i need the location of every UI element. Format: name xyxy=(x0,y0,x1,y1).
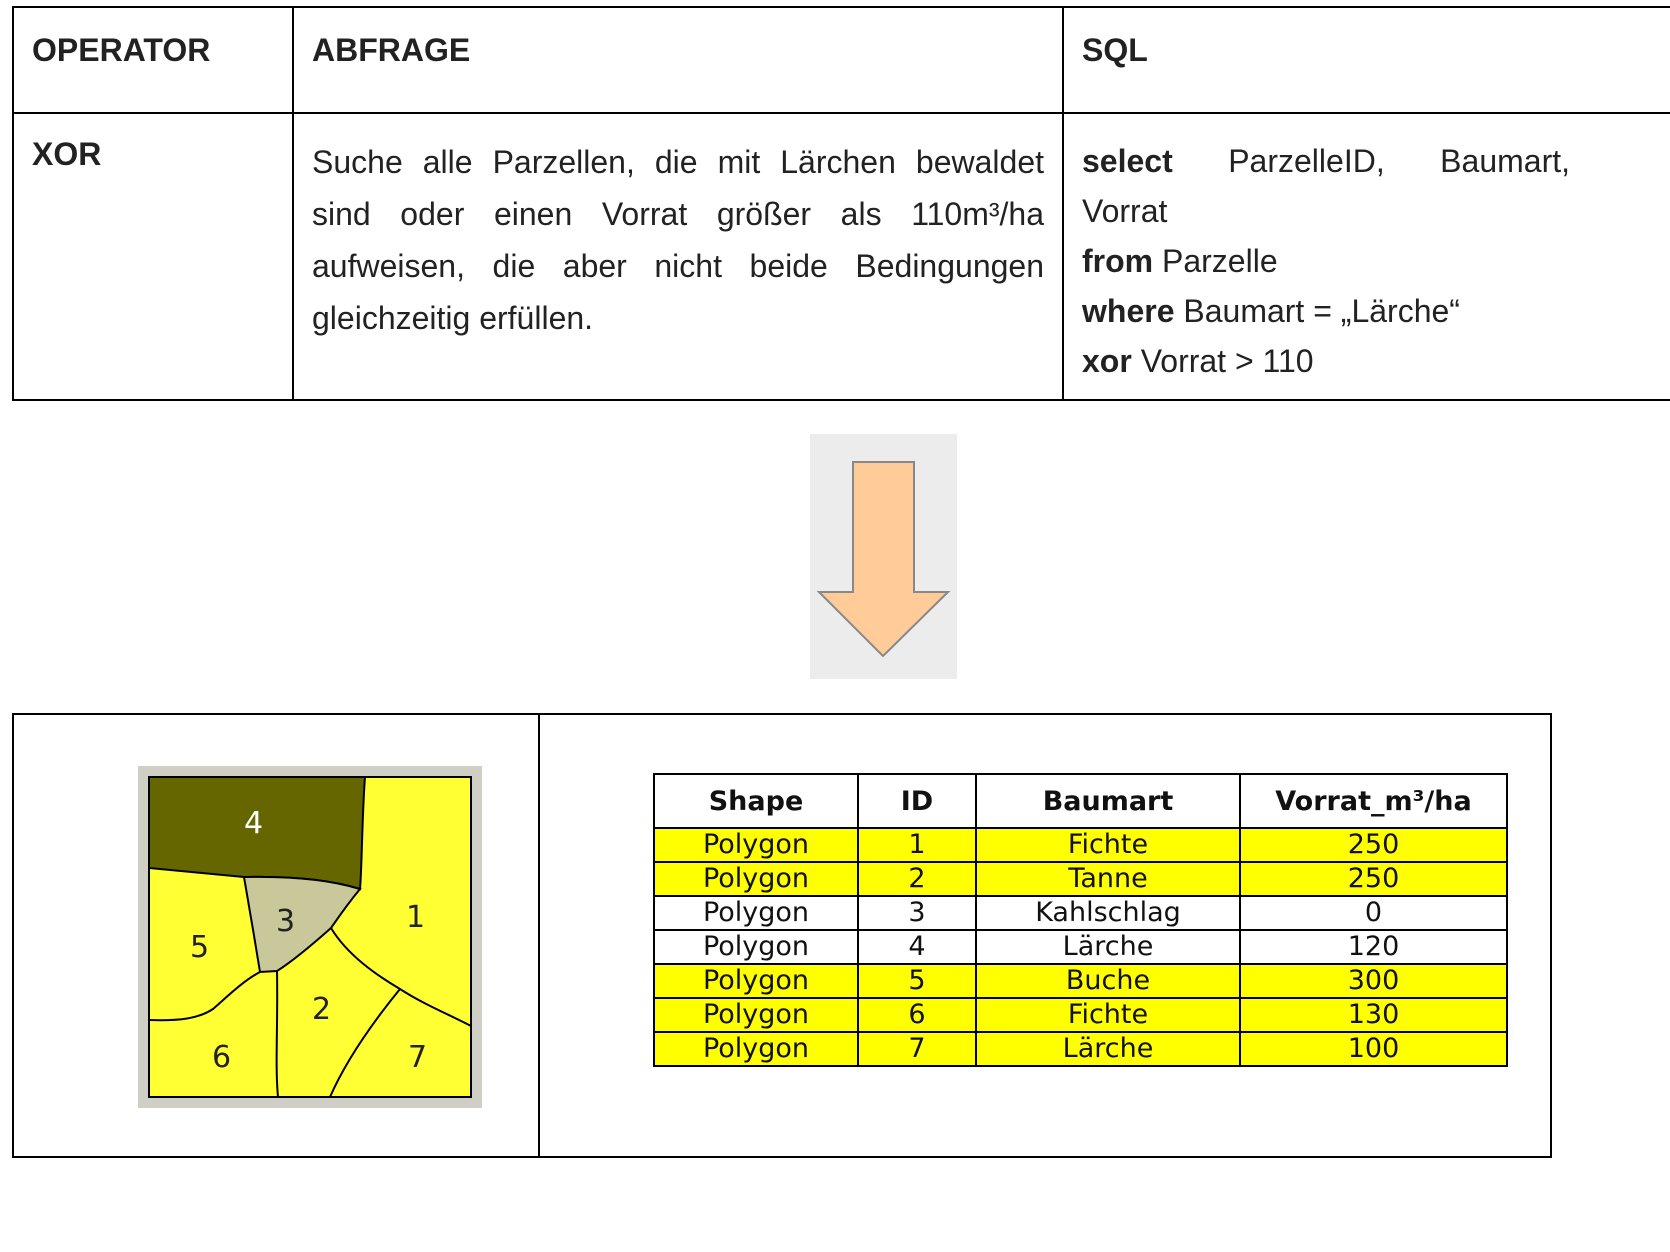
sql-keyword-select: select xyxy=(1082,143,1173,179)
sql-select-col2: Baumart, xyxy=(1440,143,1570,179)
cell-shape: Polygon xyxy=(653,827,859,863)
sql-where-line: where Baumart = „Lärche“ xyxy=(1082,286,1670,336)
cell-id: 6 xyxy=(857,997,977,1033)
query-table-row: XOR Suche alle Parzellen, die mit Lärche… xyxy=(12,112,1670,401)
cell-baumart: Buche xyxy=(975,963,1241,999)
column-header-baumart[interactable]: Baumart xyxy=(975,773,1241,829)
sql-keyword-where: where xyxy=(1082,293,1175,329)
down-arrow-icon xyxy=(810,434,957,679)
parcel-boundaries xyxy=(148,927,472,1098)
cell-id: 7 xyxy=(857,1031,977,1067)
header-sql: SQL xyxy=(1062,6,1670,114)
sql-where-value: Baumart = „Lärche“ xyxy=(1174,293,1460,329)
map-label-4: 4 xyxy=(244,806,264,841)
query-description: Suche alle Parzellen, die mit Lärchen be… xyxy=(312,144,1044,336)
cell-baumart: Fichte xyxy=(975,997,1241,1033)
map-label-7: 7 xyxy=(408,1040,428,1075)
operator-cell: XOR xyxy=(12,112,294,401)
abfrage-cell: Suche alle Parzellen, die mit Lärchen be… xyxy=(292,112,1064,401)
operator-value: XOR xyxy=(32,136,102,172)
cell-vorrat: 250 xyxy=(1239,827,1508,863)
sql-select-line-2: Vorrat xyxy=(1082,186,1670,236)
column-header-shape[interactable]: Shape xyxy=(653,773,859,829)
cell-baumart: Lärche xyxy=(975,929,1241,965)
sql-xor-line: xor Vorrat > 110 xyxy=(1082,336,1670,386)
table-row[interactable]: Polygon 5 Buche 300 xyxy=(653,963,1508,999)
cell-vorrat: 120 xyxy=(1239,929,1508,965)
map-label-3: 3 xyxy=(276,904,296,939)
result-panel: 4 3 1 5 2 6 7 Shape ID Baumart Vorrat_m³… xyxy=(12,713,1552,1158)
cell-vorrat: 130 xyxy=(1239,997,1508,1033)
cell-baumart: Fichte xyxy=(975,827,1241,863)
cell-baumart: Lärche xyxy=(975,1031,1241,1067)
cell-shape: Polygon xyxy=(653,963,859,999)
cell-vorrat: 100 xyxy=(1239,1031,1508,1067)
cell-id: 2 xyxy=(857,861,977,897)
cell-vorrat: 300 xyxy=(1239,963,1508,999)
sql-keyword-xor: xor xyxy=(1082,343,1132,379)
map-label-6: 6 xyxy=(212,1040,232,1075)
column-header-vorrat[interactable]: Vorrat_m³/ha xyxy=(1239,773,1508,829)
table-row[interactable]: Polygon 1 Fichte 250 xyxy=(653,827,1508,863)
parcel-map: 4 3 1 5 2 6 7 xyxy=(138,766,482,1108)
attribute-table-header: Shape ID Baumart Vorrat_m³/ha xyxy=(653,773,1508,829)
sql-xor-value: Vorrat > 110 xyxy=(1131,343,1314,379)
sql-select-col3: Vorrat xyxy=(1082,193,1168,229)
cell-shape: Polygon xyxy=(653,929,859,965)
sql-cell: select ParzelleID, Baumart, Vorrat from … xyxy=(1062,112,1670,401)
cell-id: 5 xyxy=(857,963,977,999)
header-abfrage: ABFRAGE xyxy=(292,6,1064,114)
cell-id: 1 xyxy=(857,827,977,863)
cell-shape: Polygon xyxy=(653,895,859,931)
table-row[interactable]: Polygon 4 Lärche 120 xyxy=(653,929,1508,965)
map-label-5: 5 xyxy=(190,930,210,965)
cell-shape: Polygon xyxy=(653,997,859,1033)
down-arrow-shape xyxy=(816,461,951,658)
cell-shape: Polygon xyxy=(653,861,859,897)
header-operator: OPERATOR xyxy=(12,6,294,114)
sql-select-line: select ParzelleID, Baumart, xyxy=(1082,136,1570,186)
attribute-table: Shape ID Baumart Vorrat_m³/ha Polygon 1 … xyxy=(653,773,1508,1067)
table-row[interactable]: Polygon 7 Lärche 100 xyxy=(653,1031,1508,1067)
map-label-2: 2 xyxy=(312,992,332,1027)
sql-keyword-from: from xyxy=(1082,243,1154,279)
query-table: OPERATOR ABFRAGE SQL XOR Suche alle Parz… xyxy=(12,6,1670,401)
map-label-1: 1 xyxy=(406,900,426,935)
table-row[interactable]: Polygon 3 Kahlschlag 0 xyxy=(653,895,1508,931)
column-header-id[interactable]: ID xyxy=(857,773,977,829)
result-panel-divider xyxy=(538,715,540,1156)
sql-from-line: from Parzelle xyxy=(1082,236,1670,286)
cell-id: 4 xyxy=(857,929,977,965)
cell-id: 3 xyxy=(857,895,977,931)
cell-baumart: Tanne xyxy=(975,861,1241,897)
cell-vorrat: 0 xyxy=(1239,895,1508,931)
table-row[interactable]: Polygon 6 Fichte 130 xyxy=(653,997,1508,1033)
cell-shape: Polygon xyxy=(653,1031,859,1067)
table-row[interactable]: Polygon 2 Tanne 250 xyxy=(653,861,1508,897)
sql-from-value: Parzelle xyxy=(1153,243,1278,279)
cell-vorrat: 250 xyxy=(1239,861,1508,897)
cell-baumart: Kahlschlag xyxy=(975,895,1241,931)
query-table-header-row: OPERATOR ABFRAGE SQL xyxy=(12,6,1670,114)
sql-select-col1: ParzelleID, xyxy=(1228,143,1385,179)
